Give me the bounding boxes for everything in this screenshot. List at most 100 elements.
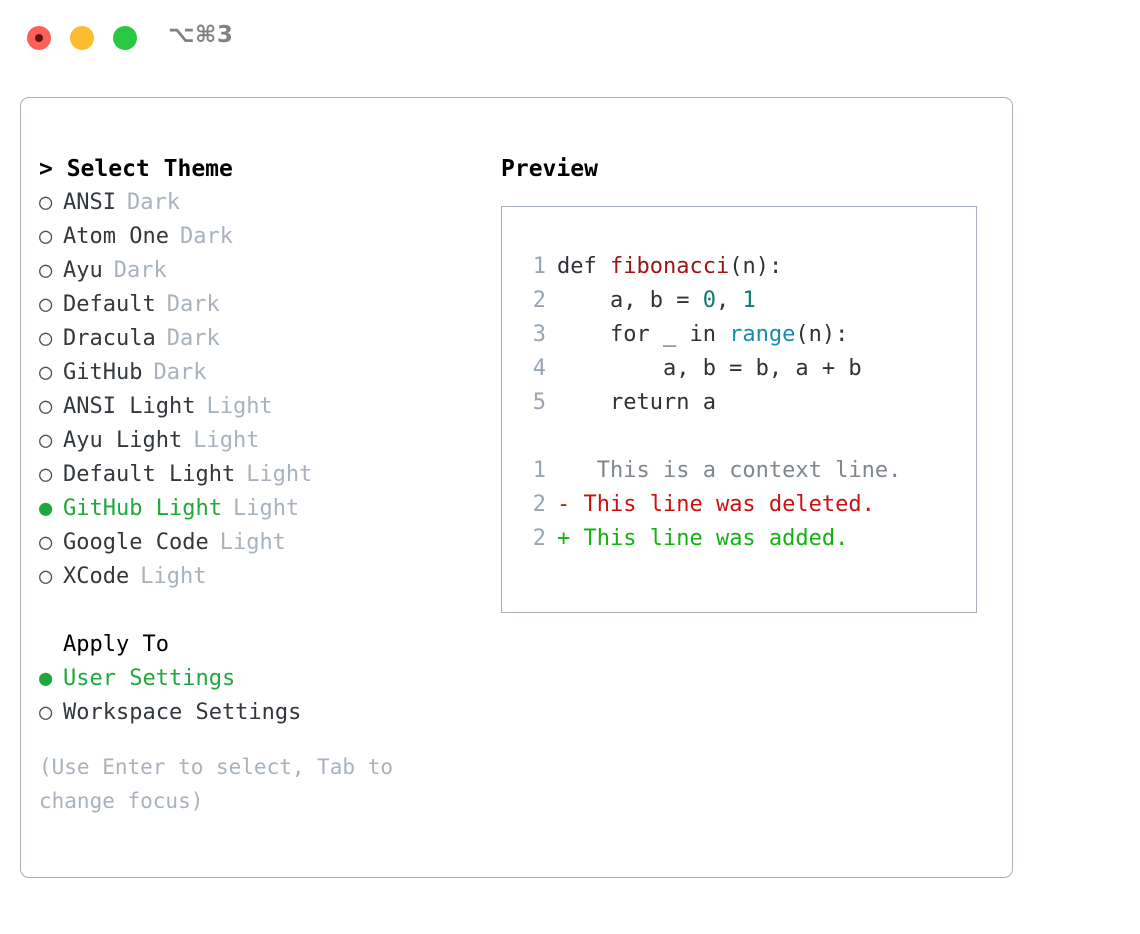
keyboard-shortcut-label: ⌥⌘3: [168, 22, 234, 48]
line-number: 3: [532, 322, 546, 347]
line-number: 2: [532, 288, 546, 313]
theme-option-atom-one[interactable]: ○ Atom One Dark: [39, 220, 489, 254]
radio-unselected-icon: ○: [39, 258, 53, 283]
title-bar: ⌥⌘3: [0, 0, 1140, 76]
code-token-plain: def: [557, 254, 610, 279]
line-number: 1: [532, 458, 546, 483]
diff-line: 1 This is a context line.: [522, 454, 970, 488]
theme-name-label: Atom One: [63, 224, 169, 249]
theme-variant-label: Light: [206, 394, 273, 419]
apply-to-option-user-settings[interactable]: ● User Settings: [39, 662, 489, 696]
radio-unselected-icon: ○: [39, 292, 53, 317]
code-line: 5 return a: [522, 386, 970, 420]
apply-to-header: Apply To: [63, 632, 169, 657]
radio-selected-icon: ●: [39, 496, 53, 521]
line-number: 2: [532, 492, 546, 517]
theme-name-label: XCode: [63, 564, 130, 589]
code-line: 3 for _ in range(n):: [522, 318, 970, 352]
diff-sign: [557, 454, 570, 488]
line-number: 4: [532, 356, 546, 381]
radio-unselected-icon: ○: [39, 700, 53, 725]
theme-name-label: Google Code: [63, 530, 209, 555]
maximize-window-button[interactable]: [113, 26, 137, 50]
list-spacer: [39, 594, 489, 628]
radio-selected-icon: ●: [39, 666, 53, 691]
theme-variant-label: Light: [232, 496, 300, 521]
apply-to-label: User Settings: [63, 666, 236, 691]
diff-text: This line was deleted.: [570, 492, 875, 517]
apply-to-list[interactable]: ● User Settings ○ Workspace Settings: [39, 662, 489, 730]
theme-variant-label: Dark: [166, 292, 220, 317]
theme-variant-label: Dark: [113, 258, 167, 283]
theme-option-ayu-light[interactable]: ○ Ayu Light Light: [39, 424, 489, 458]
line-number: 5: [532, 390, 546, 415]
theme-name-label: Ayu: [63, 258, 103, 283]
theme-name-label: GitHub Light: [63, 496, 222, 521]
window-controls: [27, 26, 137, 50]
select-theme-header: > Select Theme: [39, 156, 233, 182]
theme-name-label: ANSI Light: [63, 394, 196, 419]
minimize-window-button[interactable]: [70, 26, 94, 50]
diff-text: This line was added.: [570, 526, 849, 551]
radio-unselected-icon: ○: [39, 530, 53, 555]
radio-unselected-icon: ○: [39, 462, 53, 487]
code-token-num: 1: [742, 288, 756, 313]
theme-option-default[interactable]: ○ Default Dark: [39, 288, 489, 322]
code-token-plain: (n):: [729, 254, 783, 279]
line-number: 2: [532, 526, 546, 551]
diff-text: This is a context line.: [570, 458, 902, 483]
radio-unselected-icon: ○: [39, 224, 53, 249]
theme-variant-label: Dark: [179, 224, 233, 249]
apply-to-option-workspace-settings[interactable]: ○ Workspace Settings: [39, 696, 489, 730]
theme-name-label: GitHub: [63, 360, 143, 385]
theme-variant-label: Dark: [166, 326, 220, 351]
theme-option-google-code[interactable]: ○ Google Code Light: [39, 526, 489, 560]
theme-variant-label: Light: [140, 564, 207, 589]
theme-variant-label: Dark: [126, 190, 180, 215]
theme-option-xcode[interactable]: ○ XCode Light: [39, 560, 489, 594]
diff-sign: +: [557, 526, 571, 551]
theme-variant-label: Light: [219, 530, 286, 555]
radio-unselected-icon: ○: [39, 360, 53, 385]
theme-variant-label: Light: [246, 462, 313, 487]
theme-variant-label: Light: [193, 428, 260, 453]
code-token-plain: (n):: [795, 322, 849, 347]
diff-line: 2 + This line was added.: [522, 522, 970, 556]
radio-unselected-icon: ○: [39, 564, 53, 589]
code-diff-separator: [522, 420, 970, 454]
theme-option-github-light[interactable]: ● GitHub Light Light: [39, 492, 489, 526]
apply-to-label: Workspace Settings: [63, 700, 302, 725]
theme-option-ansi-light[interactable]: ○ ANSI Light Light: [39, 390, 489, 424]
theme-name-label: Ayu Light: [63, 428, 183, 453]
code-token-plain: return a: [557, 390, 716, 415]
code-token-fn: fibonacci: [609, 254, 730, 279]
diff-sign: -: [557, 492, 571, 517]
code-line: 4 a, b = b, a + b: [522, 352, 970, 386]
code-line: 1 def fibonacci(n):: [522, 250, 970, 284]
keyboard-hint-text: (Use Enter to select, Tab to change focu…: [39, 755, 406, 813]
theme-option-ayu[interactable]: ○ Ayu Dark: [39, 254, 489, 288]
diff-sample: 1 This is a context line. 2- This line wa…: [522, 454, 970, 556]
close-window-button[interactable]: [27, 26, 51, 50]
theme-name-label: Default Light: [63, 462, 236, 487]
theme-name-label: Dracula: [63, 326, 156, 351]
code-line: 2 a, b = 0, 1: [522, 284, 970, 318]
code-token-plain: for _ in: [557, 322, 730, 347]
line-number: 1: [532, 254, 546, 279]
code-token-num: 0: [702, 288, 716, 313]
radio-unselected-icon: ○: [39, 394, 53, 419]
theme-name-label: Default: [63, 292, 156, 317]
radio-unselected-icon: ○: [39, 428, 53, 453]
code-token-plain: ,: [715, 288, 743, 313]
theme-option-default-light[interactable]: ○ Default Light Light: [39, 458, 489, 492]
